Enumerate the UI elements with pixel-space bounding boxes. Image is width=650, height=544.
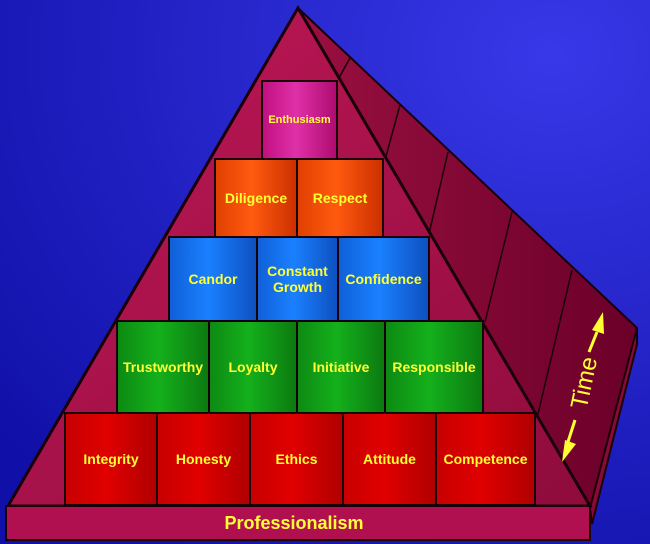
base-bar bbox=[5, 505, 591, 541]
block-enthusiasm: Enthusiasm bbox=[261, 80, 338, 160]
block-trustworthy: Trustworthy bbox=[116, 320, 210, 414]
block-honesty: Honesty bbox=[156, 412, 251, 506]
block-diligence: Diligence bbox=[214, 158, 298, 238]
block-ethics: Ethics bbox=[249, 412, 344, 506]
side-divider bbox=[384, 104, 401, 161]
block-competence: Competence bbox=[435, 412, 536, 506]
block-initiative: Initiative bbox=[296, 320, 386, 414]
block-attitude: Attitude bbox=[342, 412, 437, 506]
block-responsible: Responsible bbox=[384, 320, 484, 414]
side-divider bbox=[427, 151, 449, 239]
block-candor: Candor bbox=[168, 236, 258, 322]
base-label: Professionalism bbox=[224, 512, 364, 533]
block-confidence: Confidence bbox=[337, 236, 430, 322]
time-arrow bbox=[562, 312, 604, 462]
block-loyalty: Loyalty bbox=[208, 320, 298, 414]
block-constant-growth: Constant Growth bbox=[256, 236, 339, 322]
pyramid-side-edge bbox=[588, 327, 638, 525]
side-divider bbox=[484, 211, 513, 323]
block-integrity: Integrity bbox=[64, 412, 158, 506]
side-divider bbox=[537, 269, 573, 415]
block-respect: Respect bbox=[296, 158, 384, 238]
